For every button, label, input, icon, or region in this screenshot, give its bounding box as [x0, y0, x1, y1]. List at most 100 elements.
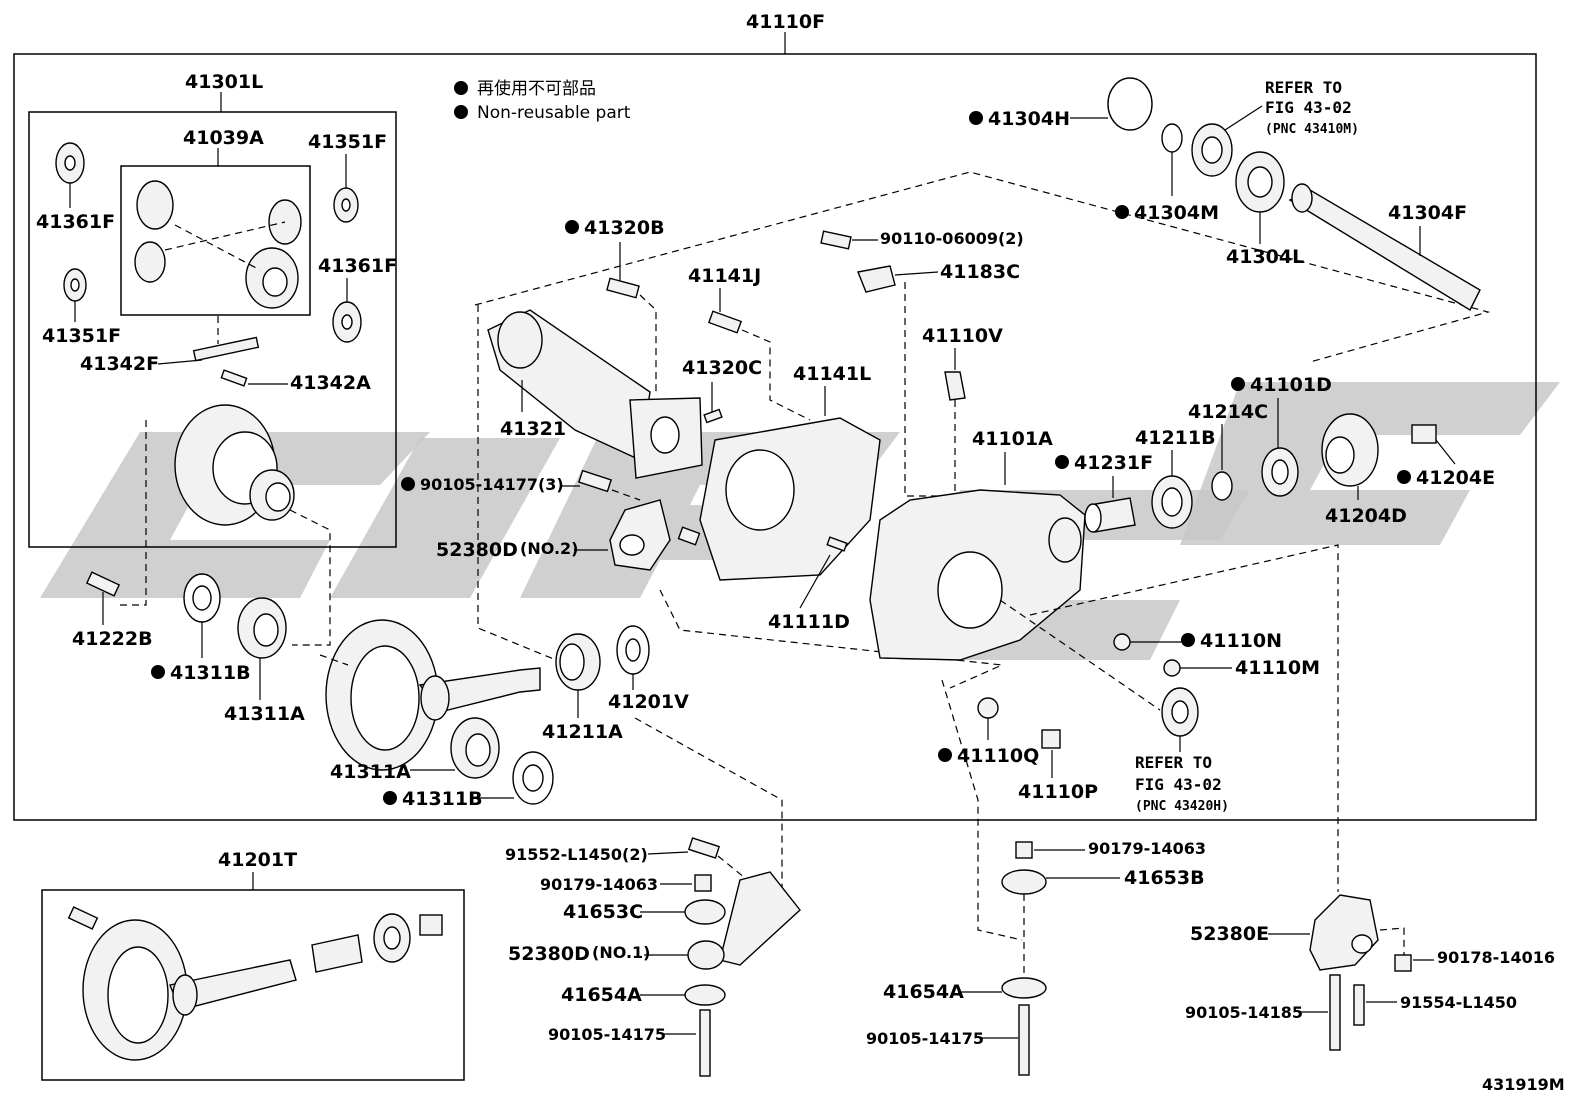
- refer-text-1: REFER TO: [1265, 78, 1342, 97]
- part-label-41110V[interactable]: 41110V: [922, 325, 1003, 347]
- cushion-41654A-b[interactable]: [1001, 977, 1047, 999]
- bolt-41222B[interactable]: [85, 571, 121, 597]
- differential-case[interactable]: [174, 404, 295, 526]
- part-label-91552-L1450[interactable]: 91552-L1450(2): [505, 845, 648, 864]
- part-label-41351F-top[interactable]: 41351F: [308, 131, 387, 153]
- part-label-41111D[interactable]: 41111D: [768, 611, 850, 633]
- nut-41110M[interactable]: [1163, 659, 1181, 677]
- bolt-91552-L1450[interactable]: [687, 837, 721, 859]
- bracket-52380E[interactable]: [1309, 894, 1379, 971]
- part-label-41211B[interactable]: 41211B: [1135, 427, 1216, 449]
- part-label-41101A[interactable]: 41101A: [972, 428, 1053, 450]
- part-label-41183C[interactable]: 41183C: [940, 261, 1020, 283]
- part-label-41110M[interactable]: 41110M: [1235, 657, 1320, 679]
- rear-cover-41141L[interactable]: [699, 417, 881, 581]
- part-label-41211A[interactable]: 41211A: [542, 721, 623, 743]
- axle-tube-41321[interactable]: [487, 309, 703, 479]
- part-label-41311B-upper[interactable]: 41311B: [170, 662, 251, 684]
- snap-ring-41304H[interactable]: [1107, 77, 1153, 131]
- bolt-90110-06009[interactable]: [820, 230, 852, 250]
- part-label-41110P[interactable]: 41110P: [1018, 781, 1098, 803]
- part-label-41311B-lower[interactable]: 41311B: [402, 788, 483, 810]
- part-label-90105-14177[interactable]: 90105-14177(3): [420, 475, 564, 494]
- mount-bracket-52380D-no2[interactable]: [609, 499, 701, 571]
- part-label-41214C[interactable]: 41214C: [1188, 401, 1268, 423]
- part-label-41222B[interactable]: 41222B: [72, 628, 153, 650]
- part-label-41361F-left[interactable]: 41361F: [36, 211, 115, 233]
- part-label-41654A-a[interactable]: 41654A: [561, 984, 642, 1006]
- bracket-52380D-no1[interactable]: [719, 871, 801, 966]
- part-label-41653B[interactable]: 41653B: [1124, 867, 1205, 889]
- pinion-shaft-41342F[interactable]: [192, 336, 260, 362]
- cushion-41653C[interactable]: [684, 899, 726, 925]
- part-label-41320B[interactable]: 41320B: [584, 217, 665, 239]
- part-label-90105-14175-a[interactable]: 90105-14175: [548, 1025, 666, 1044]
- part-label-90105-14185[interactable]: 90105-14185: [1185, 1003, 1303, 1022]
- carrier-housing-41101A[interactable]: [869, 489, 1086, 661]
- part-label-41342F[interactable]: 41342F: [80, 353, 159, 375]
- plug-41110P[interactable]: [1041, 729, 1061, 749]
- part-label-41301L[interactable]: 41301L: [185, 71, 263, 93]
- part-note-no1: (NO.1): [592, 943, 650, 962]
- refer-text-5: FIG 43-02: [1135, 775, 1222, 794]
- bolt-90105-14177[interactable]: [577, 469, 613, 493]
- part-label-41304H[interactable]: 41304H: [988, 108, 1070, 130]
- part-label-41361F-right[interactable]: 41361F: [318, 255, 397, 277]
- part-label-41039A[interactable]: 41039A: [183, 127, 264, 149]
- part-label-41654A-b[interactable]: 41654A: [883, 981, 964, 1003]
- part-label-41342A[interactable]: 41342A: [290, 372, 371, 394]
- part-label-91554-L1450[interactable]: 91554-L1450: [1400, 993, 1517, 1012]
- bolt-90105-14185[interactable]: [1329, 974, 1341, 1051]
- part-label-41653C[interactable]: 41653C: [563, 901, 643, 923]
- cushion-41653B[interactable]: [1001, 869, 1047, 895]
- bolt-41141J[interactable]: [707, 310, 743, 334]
- part-label-41304M[interactable]: 41304M: [1134, 202, 1219, 224]
- nut-41110N[interactable]: [1113, 633, 1131, 651]
- part-label-41110Q[interactable]: 41110Q: [957, 745, 1039, 767]
- part-label-41204D[interactable]: 41204D: [1325, 505, 1407, 527]
- part-label-90179-14063-a[interactable]: 90179-14063: [540, 875, 658, 894]
- pin-41342A[interactable]: [220, 369, 248, 387]
- bolt-90105-14175-a[interactable]: [699, 1009, 711, 1077]
- part-label-41204E[interactable]: 41204E: [1416, 467, 1495, 489]
- ring-gear-pinion[interactable]: [325, 619, 541, 771]
- part-label-41311A-upper[interactable]: 41311A: [224, 703, 305, 725]
- nut-90178-14016[interactable]: [1394, 954, 1412, 972]
- nut-90179-14063-b[interactable]: [1015, 841, 1033, 859]
- pin-41111D[interactable]: [826, 536, 848, 552]
- breather-41110V[interactable]: [944, 371, 966, 401]
- part-label-41351F-left[interactable]: 41351F: [42, 325, 121, 347]
- cushion-41654A-a[interactable]: [684, 984, 726, 1006]
- flange-41204D[interactable]: [1321, 413, 1379, 487]
- part-label-41110N[interactable]: 41110N: [1200, 630, 1282, 652]
- part-label-52380E[interactable]: 52380E: [1190, 923, 1269, 945]
- nut-90179-14063-a[interactable]: [694, 874, 712, 892]
- part-label-52380D-no1[interactable]: 52380D: [508, 943, 590, 965]
- nut-41204E[interactable]: [1411, 424, 1437, 444]
- part-label-41304F[interactable]: 41304F: [1388, 202, 1467, 224]
- part-label-41101D[interactable]: 41101D: [1250, 374, 1332, 396]
- washer-41214C[interactable]: [1211, 471, 1233, 501]
- snap-ring-41304M[interactable]: [1161, 123, 1183, 153]
- part-label-41231F[interactable]: 41231F: [1074, 452, 1153, 474]
- part-label-90179-14063-b[interactable]: 90179-14063: [1088, 839, 1206, 858]
- part-label-41304L[interactable]: 41304L: [1226, 246, 1304, 268]
- bracket-41183C[interactable]: [857, 265, 896, 293]
- part-label-41201T[interactable]: 41201T: [218, 849, 297, 871]
- part-label-90105-14175-b[interactable]: 90105-14175: [866, 1029, 984, 1048]
- part-label-90110-06009[interactable]: 90110-06009(2): [880, 229, 1024, 248]
- part-label-41141J[interactable]: 41141J: [688, 265, 761, 287]
- plug-41110Q[interactable]: [977, 697, 999, 719]
- part-label-41311A-lower[interactable]: 41311A: [330, 761, 411, 783]
- shaft-41304F[interactable]: [1288, 183, 1481, 311]
- part-label-41320C[interactable]: 41320C: [682, 357, 762, 379]
- part-label-41141L[interactable]: 41141L: [793, 363, 871, 385]
- part-label-90178-14016[interactable]: 90178-14016: [1437, 948, 1555, 967]
- part-label-52380D-no2[interactable]: 52380D: [436, 539, 518, 561]
- bolt-90105-14175-b[interactable]: [1018, 1004, 1030, 1076]
- bolt-41320B[interactable]: [606, 277, 640, 299]
- pin-41320C[interactable]: [703, 408, 723, 424]
- part-label-41201V[interactable]: 41201V: [608, 691, 689, 713]
- bolt-91554-L1450[interactable]: [1353, 984, 1365, 1026]
- part-label-41321[interactable]: 41321: [500, 418, 566, 440]
